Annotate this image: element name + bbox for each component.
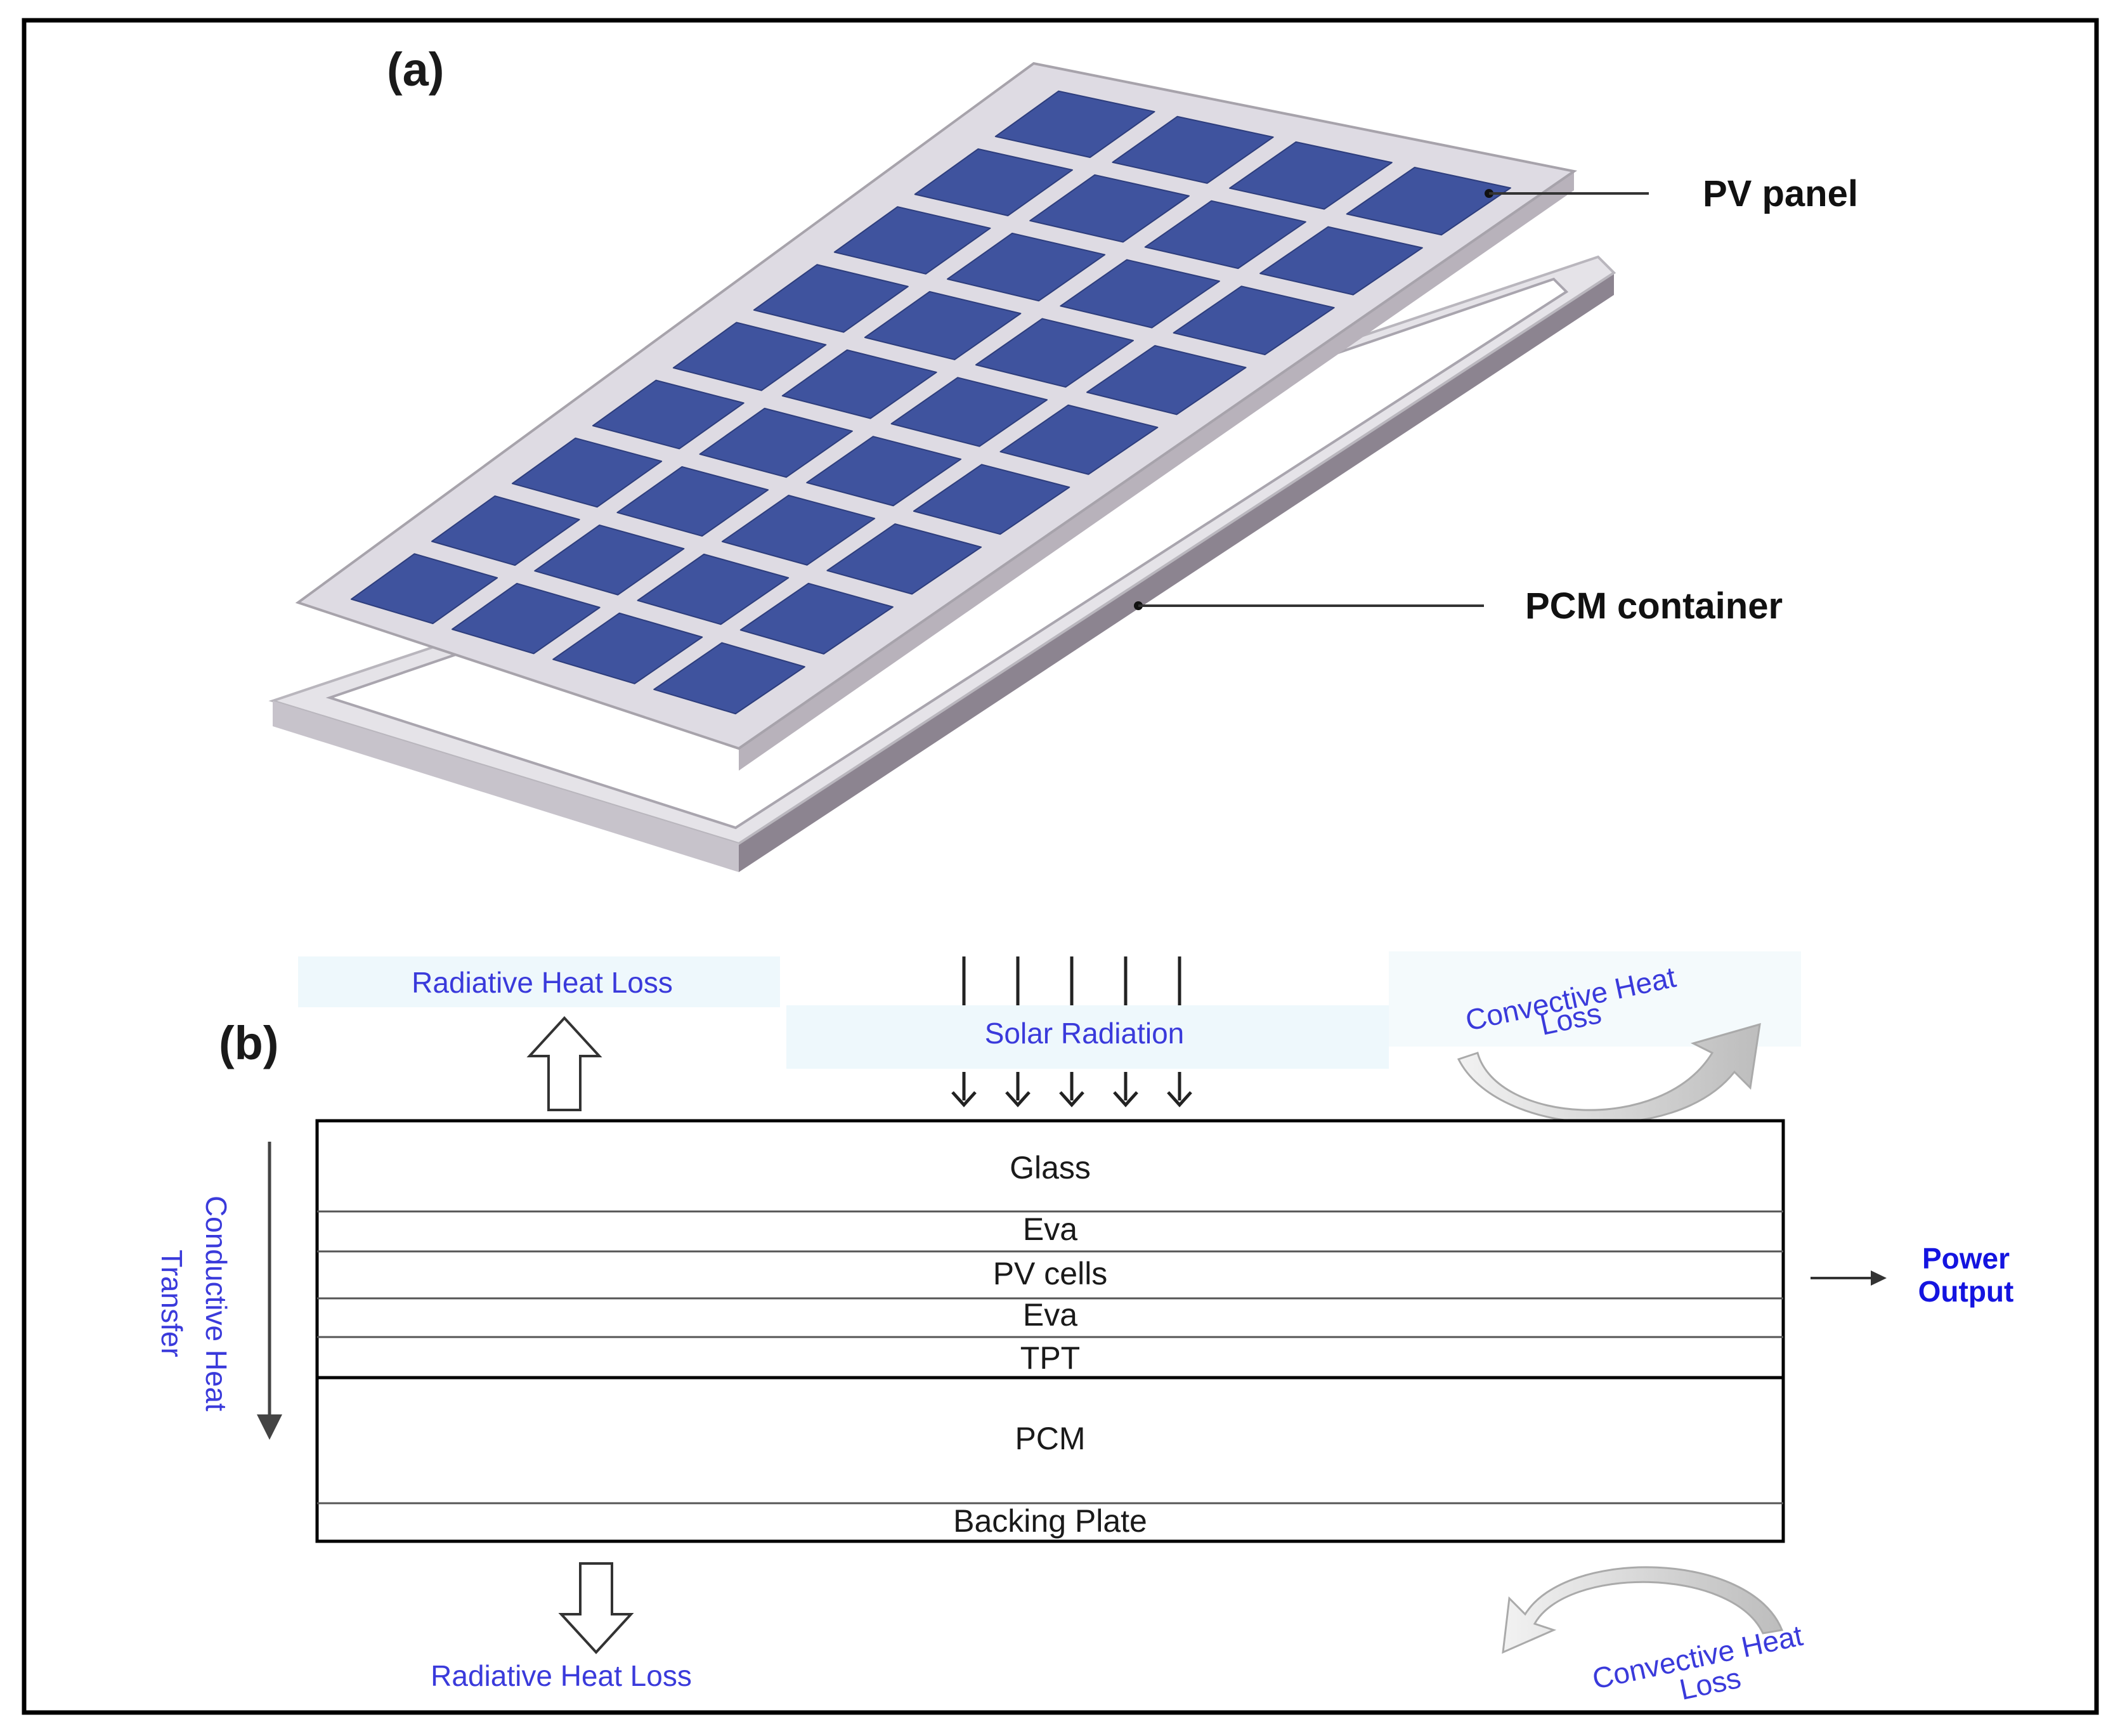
pv-cell bbox=[739, 582, 894, 655]
pv-cell bbox=[890, 377, 1048, 447]
solar-arrow-down-icon bbox=[1167, 1091, 1192, 1107]
pv-cell bbox=[975, 318, 1134, 388]
solar-radiation-highlight bbox=[786, 1005, 1389, 1069]
pv-cell bbox=[592, 379, 745, 450]
pv-cell bbox=[753, 264, 909, 333]
panel-b-label: (b) bbox=[219, 1017, 279, 1069]
pv-cell bbox=[616, 466, 769, 537]
power-output-line2: Output bbox=[1918, 1275, 2014, 1308]
pv-cell bbox=[833, 206, 991, 275]
radiative-up-arrow bbox=[526, 1016, 602, 1111]
radiative-top-highlight bbox=[298, 956, 780, 1007]
pv-cell bbox=[534, 524, 685, 596]
pv-cell-grid bbox=[350, 90, 1511, 715]
layer-stack: Glass Eva PV cells Eva TPT PCM Backing P… bbox=[315, 1119, 1785, 1543]
figure-border bbox=[22, 18, 2099, 1715]
layer-label-glass: Glass bbox=[1010, 1150, 1091, 1185]
power-arrow-head bbox=[1871, 1270, 1887, 1286]
pv-panel-edge bbox=[739, 171, 1574, 771]
pcm-container-callout: PCM container bbox=[1134, 585, 1783, 627]
convective-bottom-curved-arrow bbox=[1502, 1566, 1784, 1654]
panel-a-label: (a) bbox=[387, 43, 444, 96]
pv-cell bbox=[1144, 200, 1306, 270]
power-output: Power Output bbox=[1811, 1242, 2013, 1308]
pv-panel bbox=[295, 62, 1578, 771]
pv-cell bbox=[672, 322, 827, 391]
solar-arrow-down-icon bbox=[1005, 1091, 1031, 1107]
radiative-heat-loss-bottom-label: Radiative Heat Loss bbox=[431, 1659, 692, 1692]
pv-cell bbox=[994, 90, 1155, 159]
convective-heat-loss-bottom: Convective Heat Loss bbox=[1502, 1566, 1805, 1706]
pv-cell bbox=[947, 232, 1106, 302]
pv-cell bbox=[1029, 174, 1190, 243]
convective-top-highlight bbox=[1389, 951, 1801, 1047]
pcm-container-front-edge bbox=[273, 701, 739, 872]
pv-panel-callout: PV panel bbox=[1485, 173, 1858, 214]
power-output-line1: Power bbox=[1922, 1242, 2010, 1275]
pv-cell bbox=[721, 495, 876, 566]
pv-cell bbox=[1346, 166, 1511, 236]
layer-label-pv-cells: PV cells bbox=[993, 1256, 1108, 1291]
pv-cell bbox=[864, 290, 1022, 360]
solar-arrow-down-icon bbox=[1059, 1091, 1084, 1107]
conductive-arrow-head bbox=[257, 1414, 282, 1440]
pv-cell bbox=[1173, 285, 1335, 356]
radiative-heat-loss-top-label: Radiative Heat Loss bbox=[412, 966, 673, 999]
convective-top-curved-arrow bbox=[1457, 1022, 1761, 1125]
conductive-label-line1: Conductive Heat bbox=[200, 1196, 233, 1411]
pcm-container-side bbox=[739, 273, 1614, 872]
pcm-container-label: PCM container bbox=[1525, 585, 1783, 627]
pv-cell bbox=[1229, 141, 1393, 210]
solar-arrow-down-icon bbox=[951, 1091, 977, 1107]
layer-stack-border bbox=[315, 1119, 1785, 1543]
pv-cell bbox=[781, 349, 937, 419]
pv-cell bbox=[1259, 226, 1423, 296]
pv-cell bbox=[806, 436, 962, 507]
layer-label-backing-plate: Backing Plate bbox=[953, 1503, 1147, 1539]
pv-cell bbox=[1060, 259, 1220, 329]
layer-label-tpt: TPT bbox=[1020, 1340, 1080, 1376]
solar-radiation-arrows bbox=[951, 956, 1192, 1107]
pv-cell bbox=[431, 495, 580, 566]
solar-arrow-down-icon bbox=[1113, 1091, 1138, 1107]
pv-cell bbox=[699, 407, 853, 478]
pv-cell bbox=[826, 523, 982, 595]
pv-cell bbox=[350, 553, 498, 625]
layer-label-pcm: PCM bbox=[1015, 1421, 1085, 1456]
layer-label-eva-bottom: Eva bbox=[1023, 1297, 1077, 1333]
layer-label-eva-top: Eva bbox=[1023, 1211, 1077, 1247]
pv-cell bbox=[914, 148, 1073, 216]
pv-cell bbox=[913, 464, 1070, 535]
conductive-label-line2: Transfer bbox=[155, 1250, 188, 1357]
pv-cell bbox=[1086, 345, 1247, 415]
pv-cell bbox=[637, 553, 790, 625]
pv-cell bbox=[452, 582, 601, 655]
pv-cell bbox=[653, 642, 805, 715]
pv-cell bbox=[552, 612, 703, 684]
pv-cell bbox=[511, 437, 663, 508]
pv-cell bbox=[1112, 115, 1274, 184]
radiative-down-arrow bbox=[558, 1562, 634, 1654]
pv-cell bbox=[999, 404, 1159, 475]
pv-panel-label: PV panel bbox=[1703, 173, 1858, 214]
solar-radiation-label: Solar Radiation bbox=[985, 1017, 1185, 1050]
conductive-heat-transfer: Conductive Heat Transfer bbox=[155, 1142, 282, 1440]
